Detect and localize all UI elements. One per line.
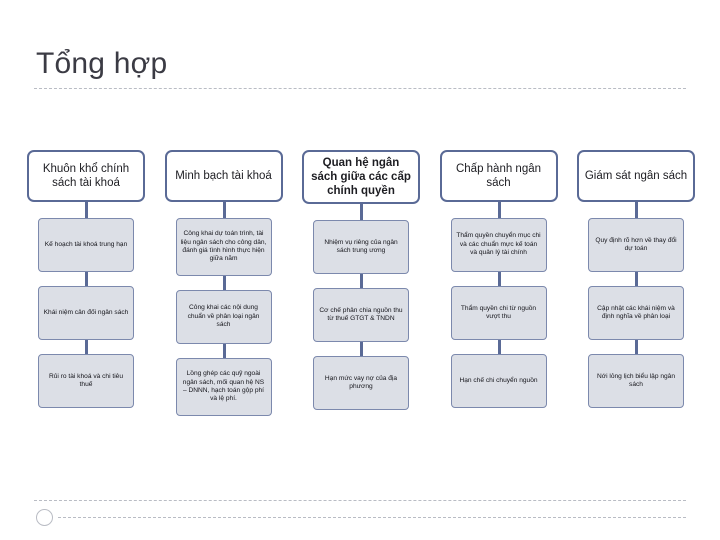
list-item[interactable]: Thẩm quyền chi từ nguồn vượt thu (450, 286, 547, 340)
column-items-5: Quy định rõ hơn về thay đổi dự toán Cập … (572, 218, 700, 408)
column-header-4[interactable]: Chấp hành ngân sách (439, 150, 558, 202)
list-item[interactable]: Kế hoạch tài khoá trung hạn (38, 218, 134, 272)
list-item[interactable]: Cơ chế phân chia nguồn thu từ thuế GTGT … (313, 288, 409, 342)
list-item[interactable]: Hạn chế chi chuyển nguồn (450, 354, 547, 408)
diagram-column-4: Chấp hành ngân sách Thẩm quyền chuyển mụ… (435, 150, 563, 450)
summary-diagram: Khuôn khổ chính sách tài khoá Kế hoạch t… (22, 150, 700, 450)
footer-circle-decoration (36, 509, 53, 526)
list-item[interactable]: Quy định rõ hơn về thay đổi dự toán (588, 218, 684, 272)
diagram-column-5: Giám sát ngân sách Quy định rõ hơn về th… (572, 150, 700, 450)
column-items-3: Nhiệm vụ riêng của ngân sách trung ương … (297, 220, 425, 410)
column-header-2[interactable]: Minh bạch tài khoá (164, 150, 283, 202)
list-item[interactable]: Thẩm quyền chuyển mục chi và các chuẩn m… (450, 218, 547, 272)
list-item[interactable]: Lồng ghép các quỹ ngoài ngân sách, mối q… (175, 358, 272, 416)
list-item[interactable]: Rủi ro tài khoá và chi tiêu thuế (38, 354, 134, 408)
column-items-4: Thẩm quyền chuyển mục chi và các chuẩn m… (435, 218, 563, 408)
column-header-3[interactable]: Quan hệ ngân sách giữa các cấp chính quy… (302, 150, 420, 204)
list-item[interactable]: Nhiệm vụ riêng của ngân sách trung ương (313, 220, 409, 274)
list-item[interactable]: Hạn mức vay nợ của địa phương (313, 356, 409, 410)
diagram-column-2: Minh bạch tài khoá Công khai dự toán trì… (160, 150, 288, 450)
list-item[interactable]: Nới lỏng lịch biểu lập ngân sách (588, 354, 684, 408)
footer-divider-bottom (58, 517, 686, 518)
list-item[interactable]: Công khai các nội dung chuẩn về phân loạ… (175, 290, 272, 344)
column-items-2: Công khai dự toán trình, tài liệu ngân s… (160, 218, 288, 416)
diagram-column-1: Khuôn khổ chính sách tài khoá Kế hoạch t… (22, 150, 150, 450)
column-header-5[interactable]: Giám sát ngân sách (577, 150, 695, 202)
diagram-column-3: Quan hệ ngân sách giữa các cấp chính quy… (297, 150, 425, 450)
title-divider (34, 88, 686, 89)
footer-divider-top (34, 500, 686, 501)
page-title: Tổng hợp (36, 47, 168, 80)
list-item[interactable]: Khái niệm cân đối ngân sách (38, 286, 134, 340)
list-item[interactable]: Công khai dự toán trình, tài liệu ngân s… (175, 218, 272, 276)
column-header-1[interactable]: Khuôn khổ chính sách tài khoá (27, 150, 145, 202)
list-item[interactable]: Cập nhật các khái niệm và định nghĩa về … (588, 286, 684, 340)
column-items-1: Kế hoạch tài khoá trung hạn Khái niệm câ… (22, 218, 150, 408)
